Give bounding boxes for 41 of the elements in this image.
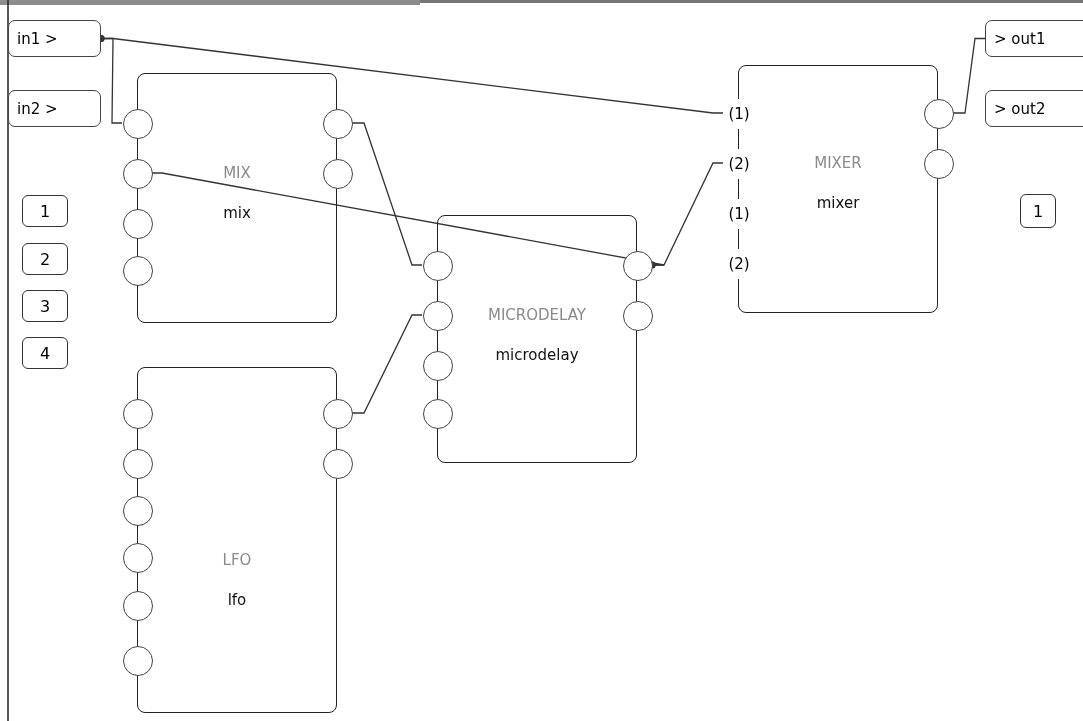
port-circle [323, 159, 353, 189]
port-circle [123, 591, 153, 621]
port-circle [123, 109, 153, 139]
page-tab: 1 [22, 195, 68, 227]
page-tab: 2 [22, 243, 68, 275]
page-tab: 1 [1020, 194, 1056, 228]
module-name: microdelay [494, 346, 580, 364]
module-name: mix [222, 204, 252, 222]
patch-cord [351, 314, 423, 414]
port-circle [123, 543, 153, 573]
page-tab: 4 [22, 337, 68, 369]
port-circle [623, 251, 653, 281]
port-circle [123, 646, 153, 676]
port-circle [423, 399, 453, 429]
module-title: LFO [221, 551, 253, 569]
port-circle [623, 301, 653, 331]
port-circle [423, 301, 453, 331]
patch-cord [952, 37, 986, 114]
port-circle [423, 351, 453, 381]
io-tab: > out2 [985, 90, 1083, 127]
module-title: MIX [222, 164, 252, 182]
port-circle [123, 209, 153, 239]
port-circle [123, 449, 153, 479]
port-circle [323, 109, 353, 139]
port-circle [123, 159, 153, 189]
port-circle [323, 399, 353, 429]
port-circle [123, 399, 153, 429]
port-circle [123, 256, 153, 286]
port-circle [924, 149, 954, 179]
io-tab: in2 > [8, 90, 101, 127]
patch-cord [351, 122, 423, 266]
io-tab: in1 > [8, 20, 101, 57]
port-circle [123, 496, 153, 526]
port-circle [423, 251, 453, 281]
page-tab: 3 [22, 290, 68, 322]
io-tab: > out1 [985, 20, 1083, 57]
module-name: mixer [815, 194, 861, 212]
port-circle [323, 449, 353, 479]
module-title: MICRODELAY [486, 306, 588, 324]
port-circle [924, 99, 954, 129]
module-name: lfo [226, 591, 248, 609]
